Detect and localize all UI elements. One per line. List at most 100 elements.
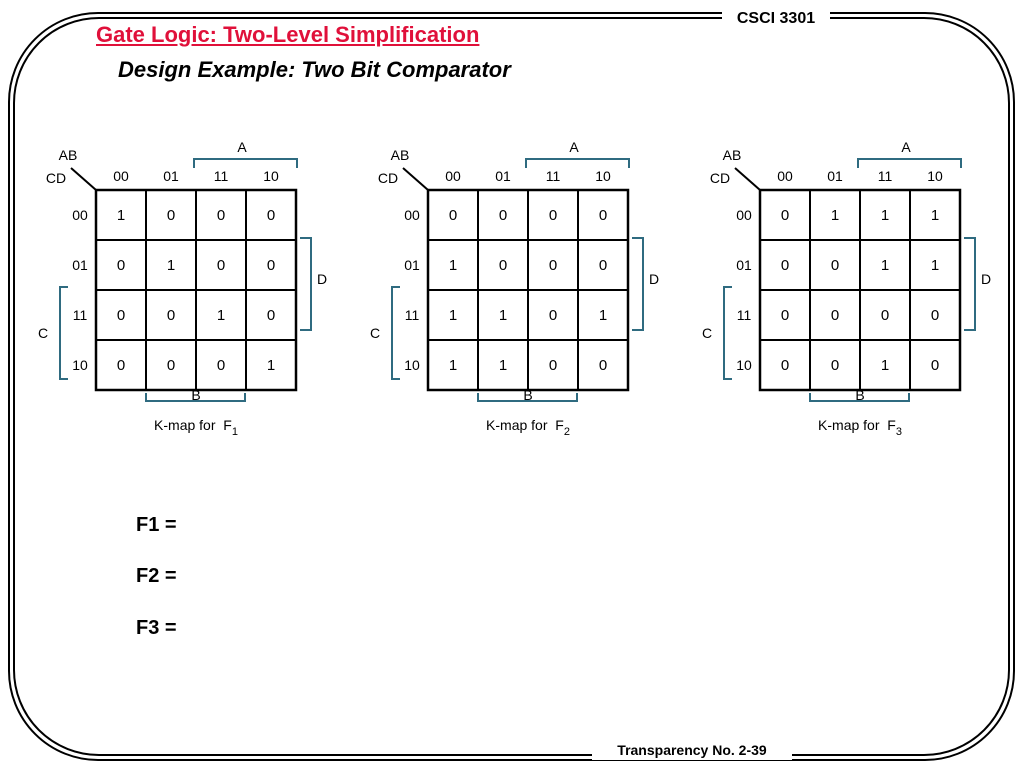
kmap-3-cell-value: 0 xyxy=(881,307,889,324)
kmap-3-label-c: C xyxy=(702,325,712,341)
kmap-1-cell-value: 0 xyxy=(217,257,225,274)
kmap-2-corner-cd-label: CD xyxy=(378,170,398,186)
kmap-3-cell-value: 0 xyxy=(781,207,789,224)
kmap-3-row-code: 00 xyxy=(736,207,752,223)
kmap-1-caption: K-map for F1 xyxy=(154,417,238,438)
kmap-3-corner-ab-label: AB xyxy=(723,147,742,163)
kmap-2-col-code: 11 xyxy=(546,168,561,184)
kmap-2-cell-value: 1 xyxy=(449,357,457,374)
kmap-2-cell-value: 0 xyxy=(549,257,557,274)
kmap-1-cell-value: 1 xyxy=(117,207,125,224)
kmap-1-cell-value: 0 xyxy=(167,357,175,374)
kmap-2-bracket-d xyxy=(632,237,644,331)
equation-f2-label: F2 = xyxy=(136,565,177,587)
kmap-1-cell-value: 0 xyxy=(267,207,275,224)
kmap-3-cell-value: 0 xyxy=(931,307,939,324)
kmap-2-cell-value: 1 xyxy=(499,307,507,324)
kmap-3-caption: K-map for F3 xyxy=(818,417,902,438)
kmap-3-col-code: 01 xyxy=(827,168,843,184)
kmap-2-label-b: B xyxy=(523,387,532,403)
kmap-2-corner-ab-label: AB xyxy=(391,147,410,163)
kmap-3-row-code: 11 xyxy=(737,307,752,323)
kmap-2-col-code: 10 xyxy=(595,168,611,184)
kmap-1-cell-value: 0 xyxy=(167,207,175,224)
kmap-1-col-code: 10 xyxy=(263,168,279,184)
kmap-1-cell-value: 0 xyxy=(217,207,225,224)
kmap-2-row-code: 11 xyxy=(405,307,420,323)
kmap-1-cell-value: 0 xyxy=(267,257,275,274)
kmap-2-col-code: 00 xyxy=(445,168,461,184)
kmap-2-cell-value: 1 xyxy=(599,307,607,324)
kmap-3-cell-value: 0 xyxy=(931,357,939,374)
kmap-1-row-code: 01 xyxy=(72,257,88,273)
kmap-2-bracket-b xyxy=(477,393,578,402)
kmap-1-row-code: 00 xyxy=(72,207,88,223)
kmap-2-cell-value: 0 xyxy=(599,257,607,274)
kmap-2-cell-value: 0 xyxy=(599,357,607,374)
kmap-3-corner-diagonal xyxy=(734,167,761,191)
kmap-3-col-code: 10 xyxy=(927,168,943,184)
kmap-1-caption-letter: F xyxy=(223,417,232,433)
kmap-2-cell-value: 0 xyxy=(499,207,507,224)
kmap-2-corner-diagonal xyxy=(402,167,429,191)
kmap-3-col-code: 00 xyxy=(777,168,793,184)
kmap-3-cell-value: 1 xyxy=(881,207,889,224)
kmap-2-bracket-a xyxy=(525,158,630,168)
kmap-2-label-a: A xyxy=(569,139,579,155)
kmap-2-row-code: 10 xyxy=(404,357,420,373)
kmap-3-label-d: D xyxy=(981,271,991,287)
kmap-3-caption-subscript: 3 xyxy=(896,426,902,438)
kmap-1-label-c: C xyxy=(38,325,48,341)
kmap-2-cell-value: 0 xyxy=(549,357,557,374)
kmap-2-cell-value: 1 xyxy=(499,357,507,374)
kmap-3-bracket-a xyxy=(857,158,962,168)
kmap-2-cell-value: 0 xyxy=(449,207,457,224)
kmap-2-cell-value: 0 xyxy=(549,307,557,324)
kmap-3-col-code: 11 xyxy=(878,168,893,184)
kmap-3-caption-letter: F xyxy=(887,417,896,433)
kmap-3-cell-value: 1 xyxy=(931,207,939,224)
kmap-1-cell-value: 0 xyxy=(267,307,275,324)
kmap-3-bracket-d xyxy=(964,237,976,331)
kmap-3-row-code: 01 xyxy=(736,257,752,273)
kmap-3-cell-value: 0 xyxy=(781,357,789,374)
kmap-2-col-code: 01 xyxy=(495,168,511,184)
kmap-2-cell-value: 1 xyxy=(449,307,457,324)
kmap-1-bracket-d xyxy=(300,237,312,331)
kmap-1-corner-diagonal xyxy=(70,167,97,191)
kmap-1-label-b: B xyxy=(191,387,200,403)
kmap-2-caption-prefix: K-map for xyxy=(486,417,555,433)
kmap-3-cell-value: 1 xyxy=(831,207,839,224)
kmap-2-caption-subscript: 2 xyxy=(564,426,570,438)
kmap-2-row-code: 00 xyxy=(404,207,420,223)
kmap-2-caption: K-map for F2 xyxy=(486,417,570,438)
kmap-3-row-code: 10 xyxy=(736,357,752,373)
kmap-1-corner-ab-label: AB xyxy=(59,147,78,163)
course-label: CSCI 3301 xyxy=(722,9,830,29)
kmap-2-cell-value: 0 xyxy=(599,207,607,224)
kmap-3-cell-value: 1 xyxy=(881,257,889,274)
kmap-3-label-b: B xyxy=(855,387,864,403)
kmap-1-cell-value: 0 xyxy=(217,357,225,374)
kmap-2-label-c: C xyxy=(370,325,380,341)
slide-subtitle: Design Example: Two Bit Comparator xyxy=(118,57,511,82)
kmap-1-cell-value: 1 xyxy=(267,357,275,374)
kmap-3-cell-value: 0 xyxy=(831,357,839,374)
kmap-1-cell-value: 0 xyxy=(117,307,125,324)
kmap-2-caption-letter: F xyxy=(555,417,564,433)
kmap-1-col-code: 00 xyxy=(113,168,129,184)
kmap-1-cell-value: 0 xyxy=(117,257,125,274)
slide-border-outer xyxy=(8,12,1015,761)
kmap-1-corner-cd-label: CD xyxy=(46,170,66,186)
kmap-1-label-a: A xyxy=(237,139,247,155)
kmap-3-bracket-c xyxy=(723,286,732,380)
kmap-1-col-code: 01 xyxy=(163,168,179,184)
slide-border-inner xyxy=(13,17,1010,756)
kmap-3-caption-prefix: K-map for xyxy=(818,417,887,433)
kmap-1-caption-prefix: K-map for xyxy=(154,417,223,433)
kmap-3-cell-value: 0 xyxy=(781,307,789,324)
kmap-3-cell-value: 0 xyxy=(831,307,839,324)
kmap-2-cell-value: 1 xyxy=(449,257,457,274)
equation-f1-label: F1 = xyxy=(136,514,177,536)
